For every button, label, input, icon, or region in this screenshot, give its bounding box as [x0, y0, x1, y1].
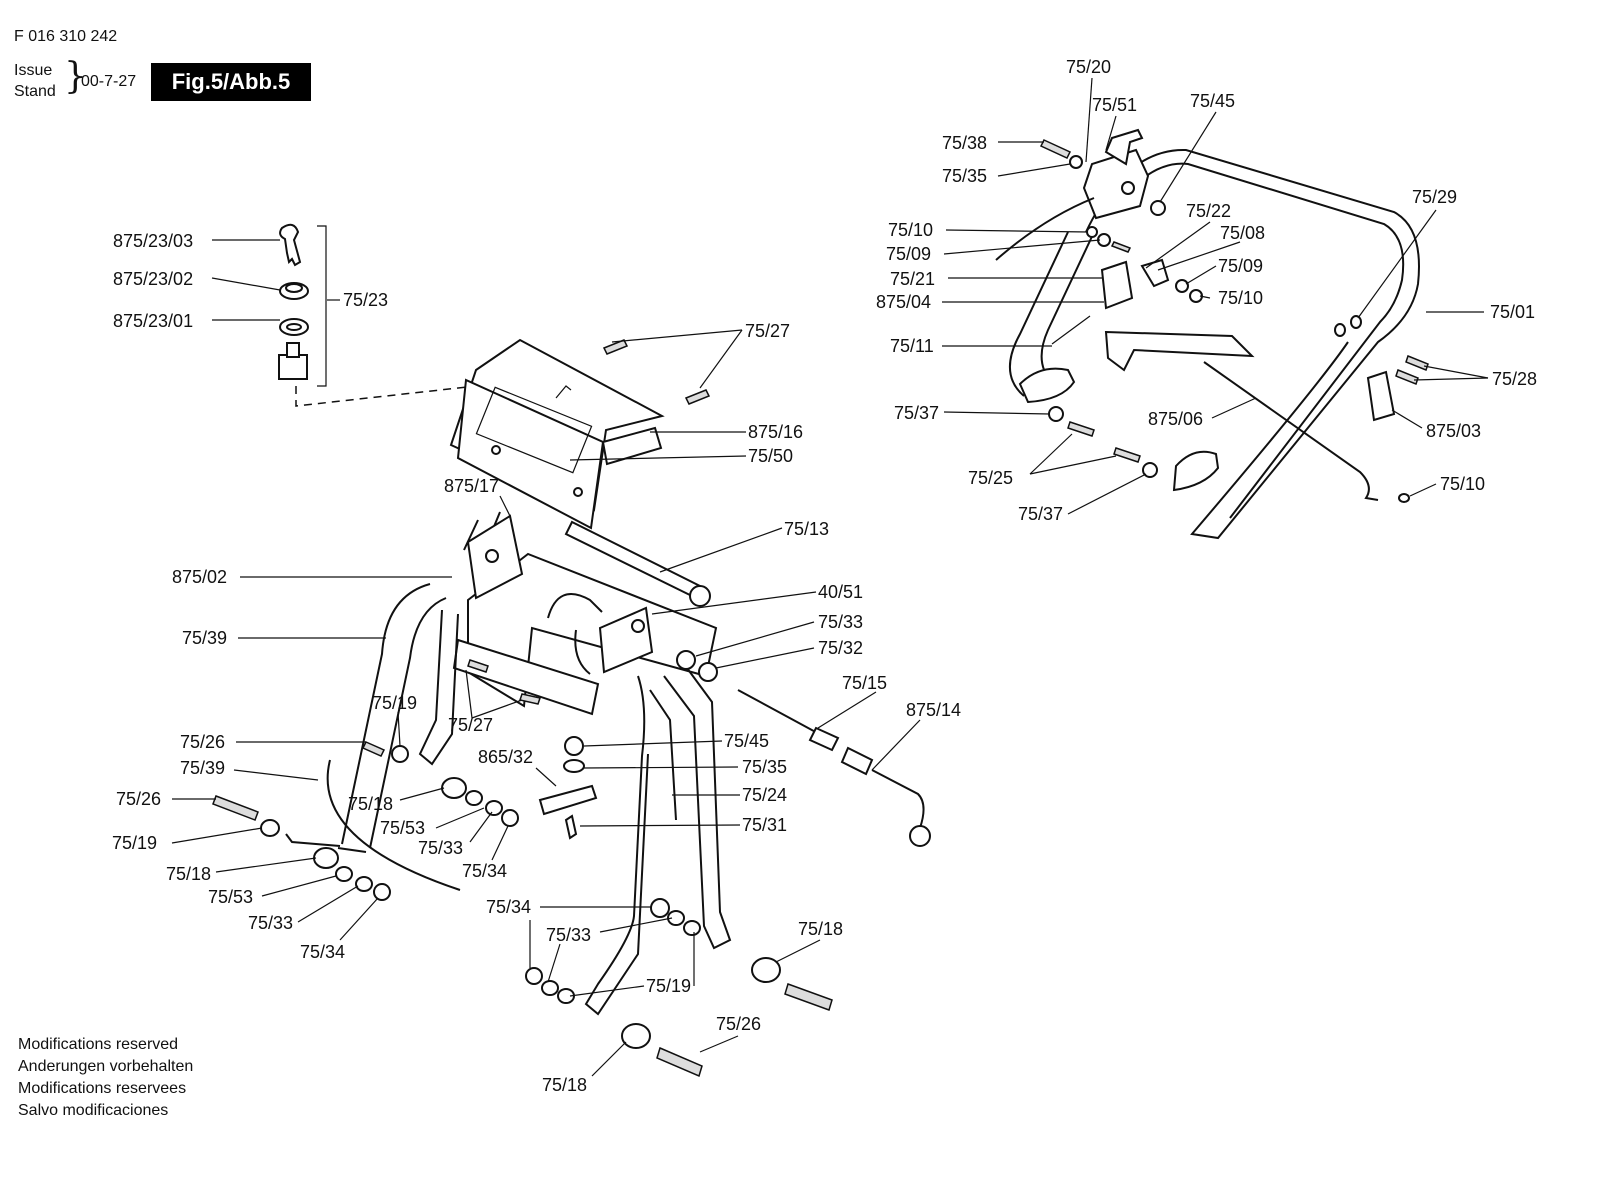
- key-icon: [279, 223, 302, 267]
- throttle-cable: [737, 689, 931, 847]
- handle-bracket: [452, 511, 718, 716]
- callout-label: 75/23: [343, 290, 388, 310]
- callout-label: 75/19: [646, 976, 691, 996]
- callout-label: 875/16: [748, 422, 803, 442]
- callout-label: 75/28: [1492, 369, 1537, 389]
- callout-label: 75/18: [166, 864, 211, 884]
- callout-label: 75/18: [348, 794, 393, 814]
- callout-label: 875/17: [444, 476, 499, 496]
- callout-label: 75/25: [968, 468, 1013, 488]
- callout-label: 75/26: [116, 789, 161, 809]
- dashboard-cover: [449, 338, 665, 530]
- callout-label: 75/29: [1412, 187, 1457, 207]
- callout-label: 75/22: [1186, 201, 1231, 221]
- callout-label: 75/09: [886, 244, 931, 264]
- callout-label: 75/18: [542, 1075, 587, 1095]
- callout-label: 75/24: [742, 785, 787, 805]
- issue-brace: }: [64, 56, 87, 97]
- callout-label: 75/45: [724, 731, 769, 751]
- issue-label: Issue Stand: [14, 60, 56, 102]
- callout-label: 75/27: [745, 321, 790, 341]
- issue-label-en: Issue: [14, 62, 53, 79]
- callout-label: 875/04: [876, 292, 931, 312]
- callout-label: 75/31: [742, 815, 787, 835]
- callout-label: 875/23/01: [113, 311, 193, 331]
- callout-label: 75/10: [1440, 474, 1485, 494]
- callout-label: 865/32: [478, 747, 533, 767]
- note-es: Salvo modificaciones: [18, 1102, 169, 1119]
- document-number: F 016 310 242: [14, 28, 118, 45]
- note-en: Modifications reserved: [18, 1036, 179, 1053]
- callout-label: 75/19: [112, 833, 157, 853]
- callout-label: 75/26: [180, 732, 225, 752]
- callout-label: 75/33: [418, 838, 463, 858]
- callout-label: 875/03: [1426, 421, 1481, 441]
- lower-handle-left: [285, 583, 461, 891]
- callout-label: 75/37: [894, 403, 939, 423]
- callout-label: 75/09: [1218, 256, 1263, 276]
- screw-pair-top: [602, 339, 711, 405]
- lower-handle-right: [584, 663, 732, 1016]
- callout-label: 75/53: [208, 887, 253, 907]
- callout-label: 75/37: [1018, 504, 1063, 524]
- note-fr: Modifications reservees: [18, 1080, 187, 1097]
- callout-label: 75/15: [842, 673, 887, 693]
- note-de: Anderungen vorbehalten: [18, 1058, 194, 1075]
- callout-label: 75/11: [890, 336, 934, 356]
- leader-lines: [171, 77, 1489, 1077]
- callout-label: 75/33: [818, 612, 863, 632]
- callout-label: 75/50: [748, 446, 793, 466]
- callout-label: 75/34: [462, 861, 507, 881]
- modification-notes: Modifications reserved Anderungen vorbeh…: [18, 1034, 193, 1122]
- callout-label: 75/27: [448, 715, 493, 735]
- callout-label: 875/23/03: [113, 231, 193, 251]
- callout-label: 75/13: [784, 519, 829, 539]
- callout-label: 75/01: [1490, 302, 1535, 322]
- callout-label: 75/19: [372, 693, 417, 713]
- callout-label: 875/23/02: [113, 269, 193, 289]
- callout-label: 75/10: [1218, 288, 1263, 308]
- callout-label: 75/39: [182, 628, 227, 648]
- callout-label: 75/20: [1066, 57, 1111, 77]
- callout-label: 75/34: [300, 942, 345, 962]
- callout-label: 75/33: [248, 913, 293, 933]
- callout-label: 40/51: [818, 582, 863, 602]
- callout-label: 75/38: [942, 133, 987, 153]
- upper-hardware: [1039, 139, 1429, 503]
- issue-label-de: Stand: [14, 83, 56, 100]
- issue-date: 00-7-27: [81, 73, 137, 90]
- upper-handle: [995, 128, 1420, 540]
- callout-label: 75/53: [380, 818, 425, 838]
- callout-label: 75/10: [888, 220, 933, 240]
- callout-label: 75/35: [742, 757, 787, 777]
- callout-label: 875/06: [1148, 409, 1203, 429]
- callout-label: 75/32: [818, 638, 863, 658]
- figure-title: Fig.5/Abb.5: [151, 63, 311, 101]
- callout-labels: 875/23/03 875/23/02 875/23/01 75/23 75/2…: [112, 57, 1537, 1095]
- callout-label: 75/08: [1220, 223, 1265, 243]
- callout-label: 75/35: [942, 166, 987, 186]
- hardware-bottom: [212, 650, 833, 1078]
- callout-label: 75/18: [798, 919, 843, 939]
- long-bolt: [564, 520, 711, 607]
- ignition-switch-icon: [278, 354, 308, 380]
- callout-label: 75/51: [1092, 95, 1137, 115]
- callout-label: 75/33: [546, 925, 591, 945]
- callout-label: 875/02: [172, 567, 227, 587]
- callout-label: 75/45: [1190, 91, 1235, 111]
- callout-label: 75/34: [486, 897, 531, 917]
- callout-label: 75/21: [890, 269, 935, 289]
- callout-label: 75/39: [180, 758, 225, 778]
- callout-label: 75/26: [716, 1014, 761, 1034]
- callout-label: 875/14: [906, 700, 961, 720]
